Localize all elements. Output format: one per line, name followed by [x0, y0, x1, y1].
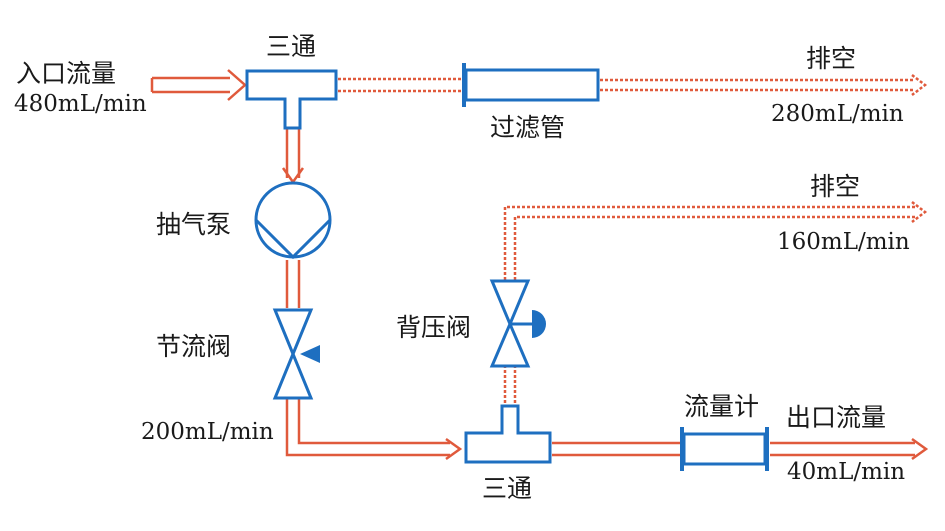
tee-to-bpv-pipe: [503, 365, 517, 406]
vent-top-flow-label: 280mL/min: [771, 101, 904, 127]
filter-tube-icon: [462, 63, 600, 107]
bpv-to-vent-pipe: [503, 201, 928, 280]
tee-bottom-icon: [464, 404, 552, 464]
tee-top-icon: [245, 69, 338, 130]
vent-top-arrow-icon: [911, 74, 928, 96]
valve-to-tee-pipe: [285, 398, 463, 461]
vent-mid-arrow-icon: [911, 201, 928, 223]
pump-to-valve-pipe: [285, 260, 301, 308]
inlet-flow-label: 480mL/min: [14, 91, 147, 117]
back-pressure-valve-label: 背压阀: [396, 313, 471, 342]
throttle-valve-label: 节流阀: [156, 332, 231, 361]
vent-mid-label: 排空: [810, 172, 860, 201]
tee-to-pump-pipe: [281, 128, 305, 185]
flowmeter-label: 流量计: [684, 392, 759, 421]
outlet-label: 出口流量: [786, 403, 886, 432]
tee-top-label: 三通: [266, 32, 316, 61]
vent-top-label: 排空: [806, 44, 856, 73]
filter-label: 过滤管: [490, 113, 565, 142]
to-tee-arrow-icon: [445, 437, 463, 461]
flowmeter-icon: [680, 427, 769, 471]
throttle-valve-icon: [272, 308, 320, 400]
inlet-pipe: [150, 69, 247, 101]
pump-label: 抽气泵: [156, 210, 231, 239]
pump-icon: [254, 181, 332, 260]
tee-bottom-label: 三通: [482, 474, 532, 503]
tee-to-flowmeter-pipe: [552, 441, 682, 457]
inlet-arrow-icon: [227, 69, 247, 101]
back-pressure-valve-icon: [489, 279, 546, 368]
vent-mid-flow-label: 160mL/min: [777, 229, 910, 255]
tee-to-filter-pipe: [338, 77, 462, 93]
inlet-label: 入口流量: [16, 59, 116, 88]
filter-to-vent-pipe: [600, 74, 928, 96]
outlet-pipe: [770, 437, 929, 461]
throttle-flow-label: 200mL/min: [141, 419, 274, 445]
outlet-flow-label: 40mL/min: [787, 459, 905, 485]
outlet-arrow-icon: [911, 437, 929, 461]
